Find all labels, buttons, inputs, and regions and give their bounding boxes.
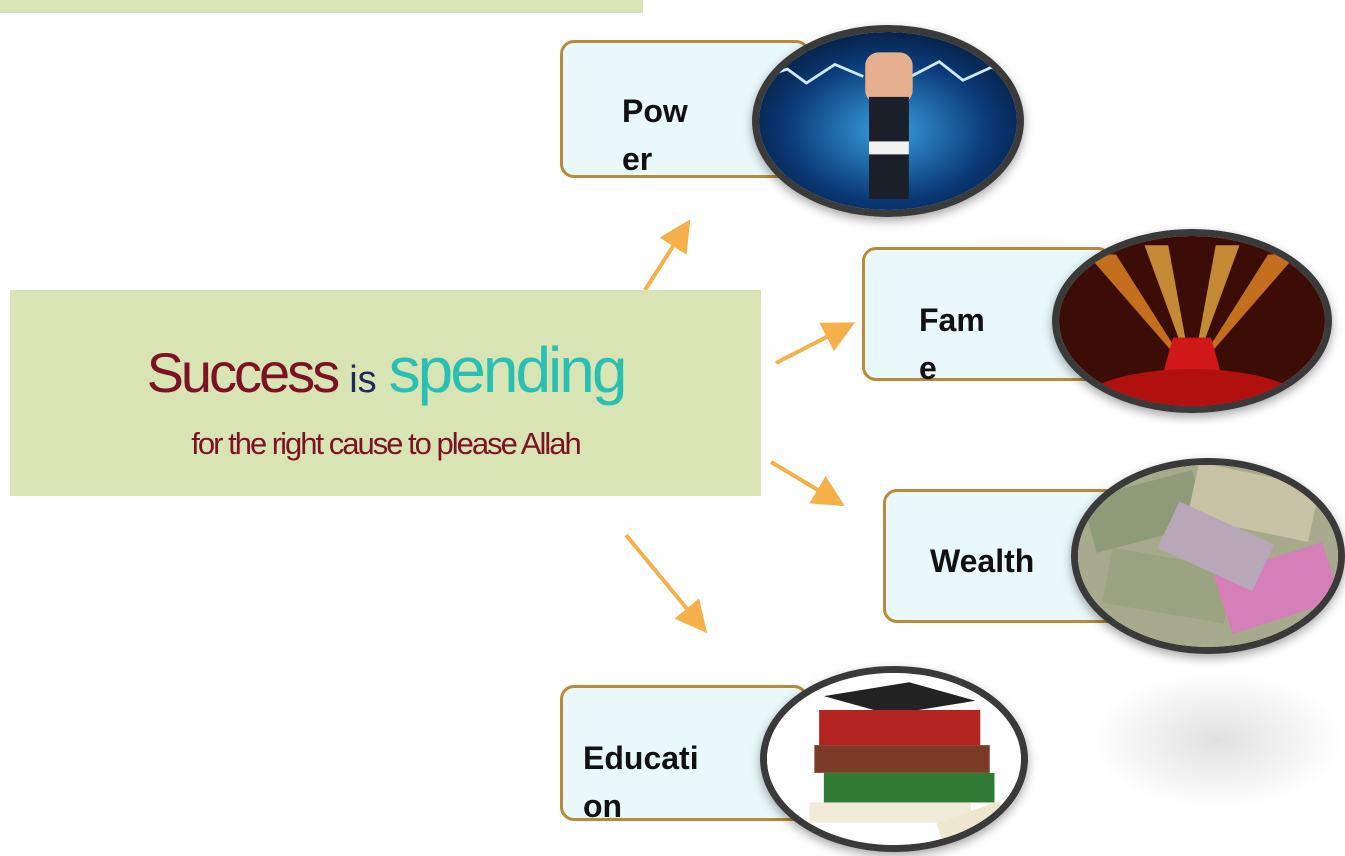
decorative-shadow <box>1090 670 1345 810</box>
red-carpet-spotlights-icon <box>1052 229 1332 413</box>
banknotes-icon <box>1071 458 1345 654</box>
arrow-to-wealth <box>769 460 845 507</box>
electric-fist-icon <box>752 25 1024 217</box>
node-power-label: Power <box>622 93 688 177</box>
arrow-to-education <box>624 533 708 634</box>
node-education-label: Education <box>583 740 699 824</box>
headline-word-spending: spending <box>388 334 628 406</box>
books-graduation-cap-icon <box>760 666 1028 852</box>
node-fame-label: Fame <box>919 302 985 386</box>
top-banner <box>0 0 643 13</box>
headline-word-success: Success <box>146 341 341 404</box>
node-wealth-label: Wealth <box>930 543 1035 579</box>
subheadline: for the right cause to please Allah <box>191 426 581 461</box>
headline-word-is: is <box>349 359 377 401</box>
arrow-to-fame <box>775 322 856 365</box>
arrow-to-power <box>643 219 691 292</box>
node-wealth: Wealth <box>883 489 1121 623</box>
